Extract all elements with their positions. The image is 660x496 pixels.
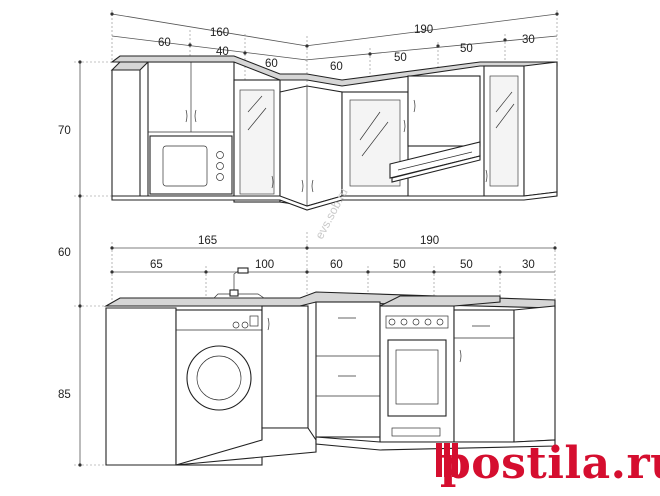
- oven-door: [387, 339, 447, 417]
- washer-door: [186, 345, 252, 411]
- dim-upper-corner-60: 60: [265, 58, 278, 70]
- postila-logo-text: postila.ru: [440, 438, 660, 489]
- dim-upper-right-50b: 50: [460, 43, 473, 55]
- dim-base-right-60: 60: [330, 259, 343, 271]
- upper-dimension-lines: [110, 10, 559, 90]
- dim-base-left-65: 65: [150, 259, 163, 271]
- stove-drawer: [391, 427, 441, 437]
- dim-base-left-total: 165: [198, 235, 217, 247]
- dim-upper-left-60: 60: [158, 37, 171, 49]
- dim-base-right-30: 30: [522, 259, 535, 271]
- base-drawer-cabinet: [315, 301, 381, 438]
- sink: [213, 293, 266, 299]
- dim-base-right-50b: 50: [460, 259, 473, 271]
- dim-base-height-85: 85: [58, 389, 71, 401]
- dim-base-right-total: 190: [420, 235, 439, 247]
- upper-cabinets: [110, 55, 558, 211]
- dim-gap-height-60: 60: [58, 247, 71, 259]
- dim-upper-left-40: 40: [216, 46, 229, 58]
- base-cabinets: [103, 267, 556, 466]
- base-dimension-lines: [110, 232, 557, 306]
- microwave: [149, 135, 233, 195]
- dim-base-left-100: 100: [255, 259, 274, 271]
- postila-logo: postila.ru: [436, 438, 660, 489]
- dim-upper-right-30: 30: [522, 34, 535, 46]
- dim-upper-right-50a: 50: [394, 52, 407, 64]
- dim-upper-right-total: 190: [414, 24, 433, 36]
- base-cabinet-right: [453, 309, 515, 443]
- base-side-panel: [105, 307, 177, 466]
- dim-base-right-50a: 50: [393, 259, 406, 271]
- upper-hood-cabinet: [407, 75, 481, 147]
- dim-upper-height-70: 70: [58, 125, 71, 137]
- dim-upper-right-60: 60: [330, 61, 343, 73]
- upper-corner-cabinet: [279, 85, 343, 207]
- base-cabinet-door-left: [261, 305, 309, 429]
- faucet: [229, 267, 249, 297]
- dim-upper-left-total: 160: [210, 27, 229, 39]
